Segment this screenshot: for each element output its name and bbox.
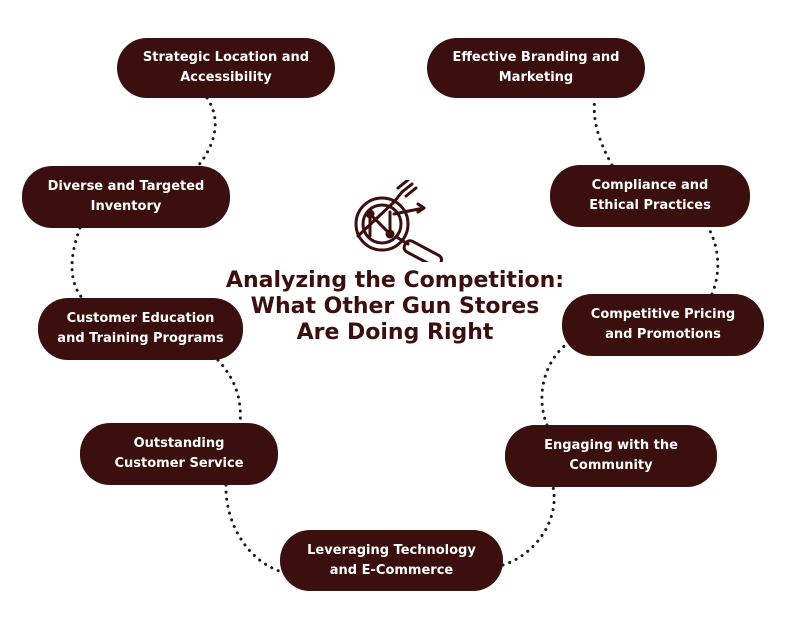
node-4-line-1: Outstanding bbox=[133, 436, 225, 451]
node-3-line-2: and Training Programs bbox=[57, 331, 224, 346]
magnifier-analysis-icon bbox=[354, 180, 444, 262]
node-8-line-2: Ethical Practices bbox=[589, 198, 711, 213]
node-1-line-1: Strategic Location and bbox=[142, 50, 310, 65]
connector-3-4 bbox=[216, 358, 242, 425]
connector-6-7 bbox=[540, 341, 570, 427]
connector-1-2 bbox=[196, 96, 217, 168]
connector-4-5 bbox=[224, 483, 284, 574]
node-3-line-1: Customer Education bbox=[66, 311, 215, 326]
title-line-1: Analyzing the Competition: bbox=[225, 268, 565, 293]
node-5-line-2: and E-Commerce bbox=[329, 562, 454, 578]
node-5-line-1: Leveraging Technology bbox=[307, 542, 476, 558]
connector-2-3 bbox=[70, 226, 84, 300]
node-pricing-promotions: Competitive Pricing and Promotions bbox=[562, 294, 764, 356]
node-6-line-1: Engaging with the bbox=[544, 438, 678, 453]
title-line-2: What Other Gun Stores bbox=[250, 294, 540, 319]
node-7-line-2: and Promotions bbox=[605, 327, 721, 342]
node-2-line-2: Inventory bbox=[90, 199, 162, 214]
node-technology-ecommerce: Leveraging Technology and E-Commerce bbox=[280, 530, 503, 591]
node-6-line-2: Community bbox=[569, 458, 653, 473]
node-customer-education: Customer Education and Training Programs bbox=[38, 298, 243, 360]
node-9-line-2: Marketing bbox=[498, 70, 574, 85]
node-9-line-1: Effective Branding and bbox=[452, 50, 620, 65]
diagram-title: Analyzing the Competition: What Other Gu… bbox=[195, 268, 595, 346]
title-line-3: Are Doing Right bbox=[296, 320, 494, 345]
node-2-line-1: Diverse and Targeted bbox=[47, 179, 205, 194]
connector-5-6 bbox=[501, 485, 556, 567]
node-8-line-1: Compliance and bbox=[591, 178, 709, 193]
connector-8-9 bbox=[592, 96, 614, 167]
connector-7-8 bbox=[706, 225, 720, 296]
node-7-line-1: Competitive Pricing bbox=[590, 307, 736, 322]
node-1-line-2: Accessibility bbox=[180, 70, 272, 85]
node-4-line-2: Customer Service bbox=[114, 456, 244, 471]
